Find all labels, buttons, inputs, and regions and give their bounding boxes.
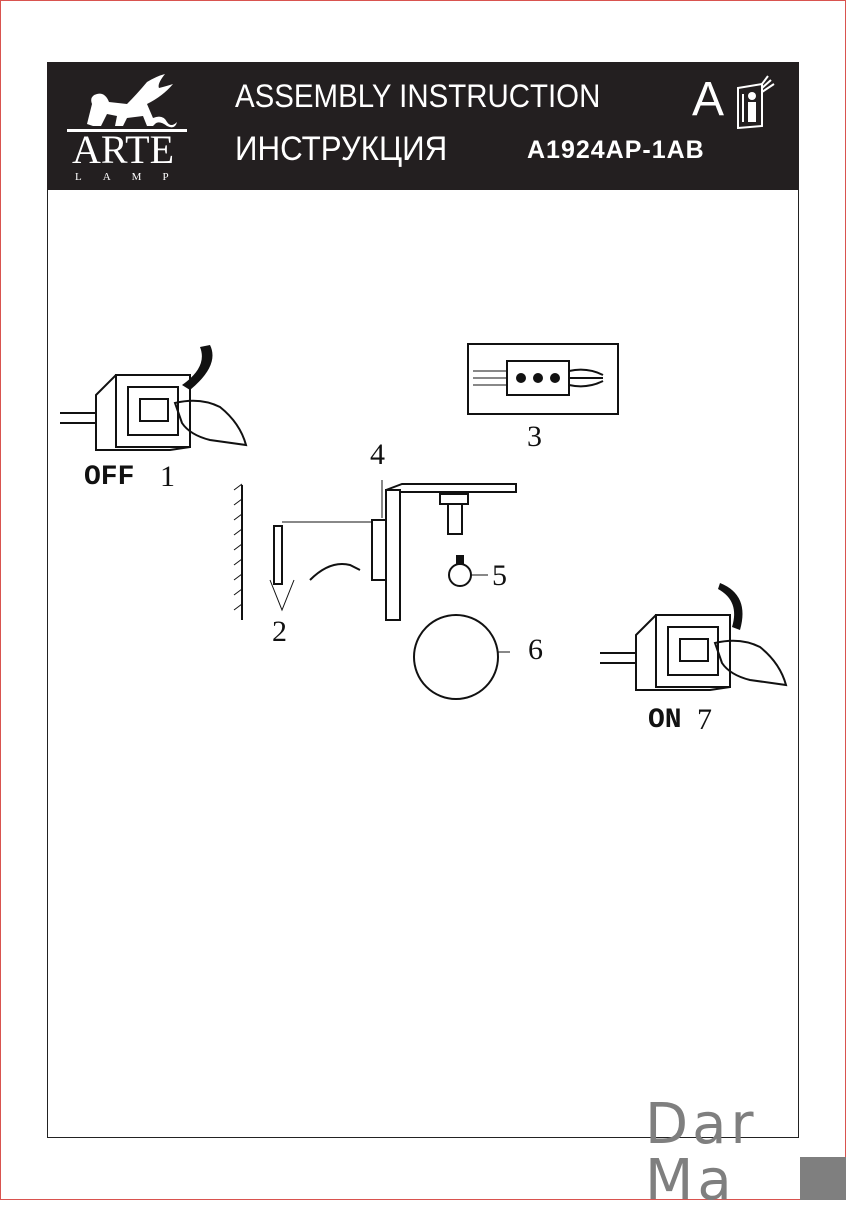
title-english: ASSEMBLY INSTRUCTION — [235, 78, 601, 114]
griffin-logo-icon — [67, 74, 187, 132]
watermark-line1: Dar — [645, 1092, 758, 1157]
title-russian: ИНСТРУКЦИЯ — [235, 130, 448, 168]
letter-a: A — [692, 73, 725, 126]
step-off-label: OFF — [84, 462, 135, 493]
step-4-number: 4 — [370, 438, 385, 471]
watermark-line2: Ma — [645, 1148, 736, 1213]
brand-name: ARTE — [72, 127, 175, 172]
step-7-number: 7 — [697, 703, 712, 736]
lamp-assembly-illustration — [233, 480, 517, 700]
terminal-block-illustration — [467, 343, 619, 415]
brand-subtitle: LAMP — [75, 171, 190, 183]
step-5-number: 5 — [492, 559, 507, 592]
manual-book-icon — [737, 75, 775, 129]
step-6-number: 6 — [528, 633, 543, 666]
model-number: A1924AP-1AB — [527, 136, 705, 164]
header-band: ARTE LAMP ASSEMBLY INSTRUCTION ИНСТРУКЦИ… — [47, 62, 799, 190]
switch-off-illustration — [60, 345, 248, 451]
step-1-number: 1 — [160, 460, 175, 493]
switch-on-illustration — [600, 583, 788, 691]
step-3-number: 3 — [527, 420, 542, 453]
step-on-label: ON — [648, 705, 682, 736]
step-2-number: 2 — [272, 615, 287, 648]
watermark-block — [800, 1157, 846, 1200]
